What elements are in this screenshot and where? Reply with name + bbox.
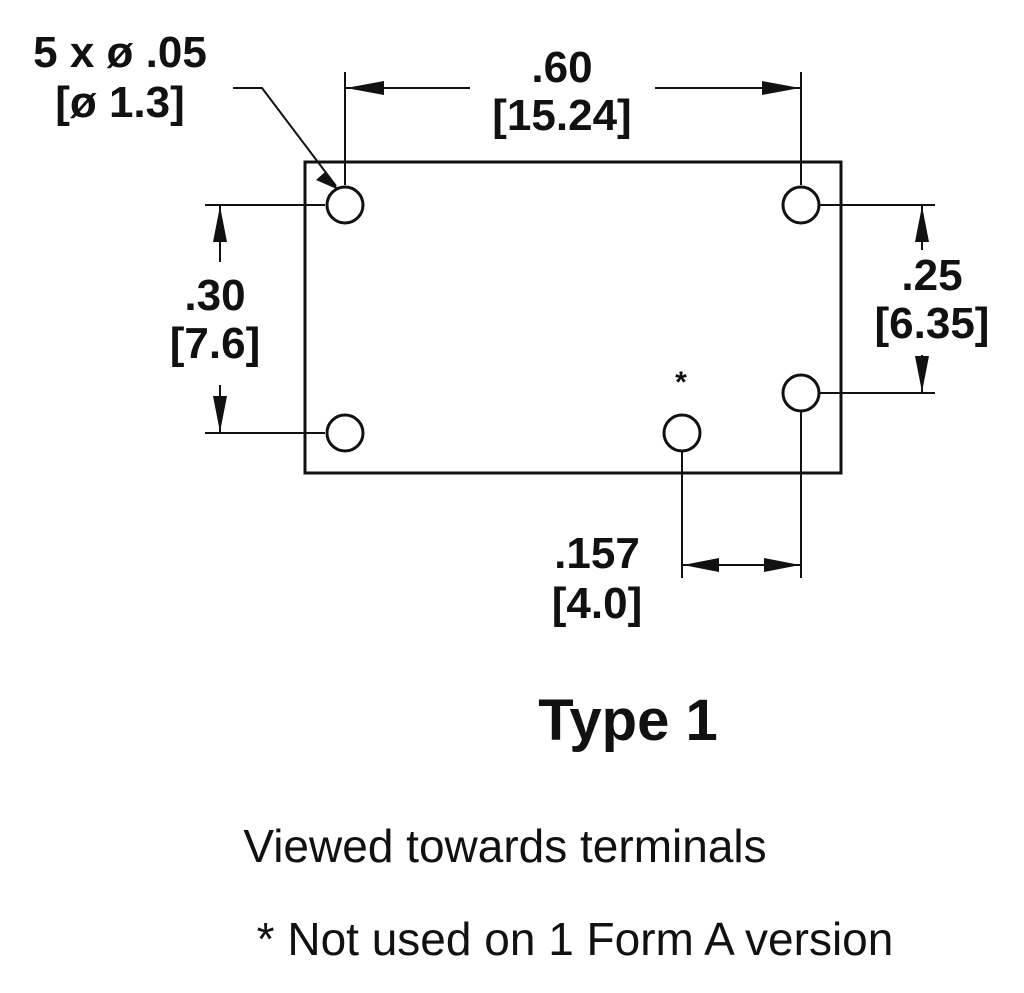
width-arrowhead-right [762,81,800,95]
bottom-spacing-dimension-inches: .157 [554,529,640,578]
bottom-spacing-arrowhead-left [683,558,719,572]
bottom-spacing-dimension-mm: [4.0] [552,579,642,628]
bottom-spacing-dimension: .157 [4.0] [552,412,802,628]
width-dimension: .60 [15.24] [344,43,802,185]
hole-callout-leader [233,87,337,187]
left-height-arrowhead-bottom [213,396,227,432]
width-arrowhead-left [346,81,384,95]
relay-body-outline [303,160,843,475]
right-height-arrowhead-top [915,206,929,242]
left-height-dimension-inches: .30 [184,271,245,320]
terminal-hole-bottom-left [325,413,365,453]
hole-callout: 5 x ø .05 [ø 1.3] [33,28,339,190]
terminal-hole-top-right [781,185,821,225]
hole-callout-arrowhead [316,172,339,190]
drawing-title: Type 1 [538,688,717,753]
width-dimension-mm: [15.24] [492,91,631,140]
right-height-dimension-mm: [6.35] [875,299,990,348]
left-height-arrowhead-top [213,206,227,242]
terminal-hole-bottom-middle [662,413,702,453]
right-height-dimension-inches: .25 [901,251,962,300]
terminal-hole-right-lower [781,373,821,413]
hole-callout-mm: [ø 1.3] [55,78,185,127]
width-dimension-inches: .60 [531,43,592,92]
left-height-dimension: .30 [7.6] [170,204,325,434]
unused-pin-marker: * [675,366,687,399]
right-height-arrowhead-bottom [915,356,929,392]
view-note: Viewed towards terminals [243,820,766,872]
hole-callout-inches: 5 x ø .05 [33,28,207,77]
terminal-hole-top-left [325,185,365,225]
bottom-spacing-arrowhead-right [764,558,800,572]
left-height-dimension-mm: [7.6] [170,319,260,368]
unused-pin-footnote: * Not used on 1 Form A version [257,913,894,965]
right-height-dimension: .25 [6.35] [820,204,990,394]
